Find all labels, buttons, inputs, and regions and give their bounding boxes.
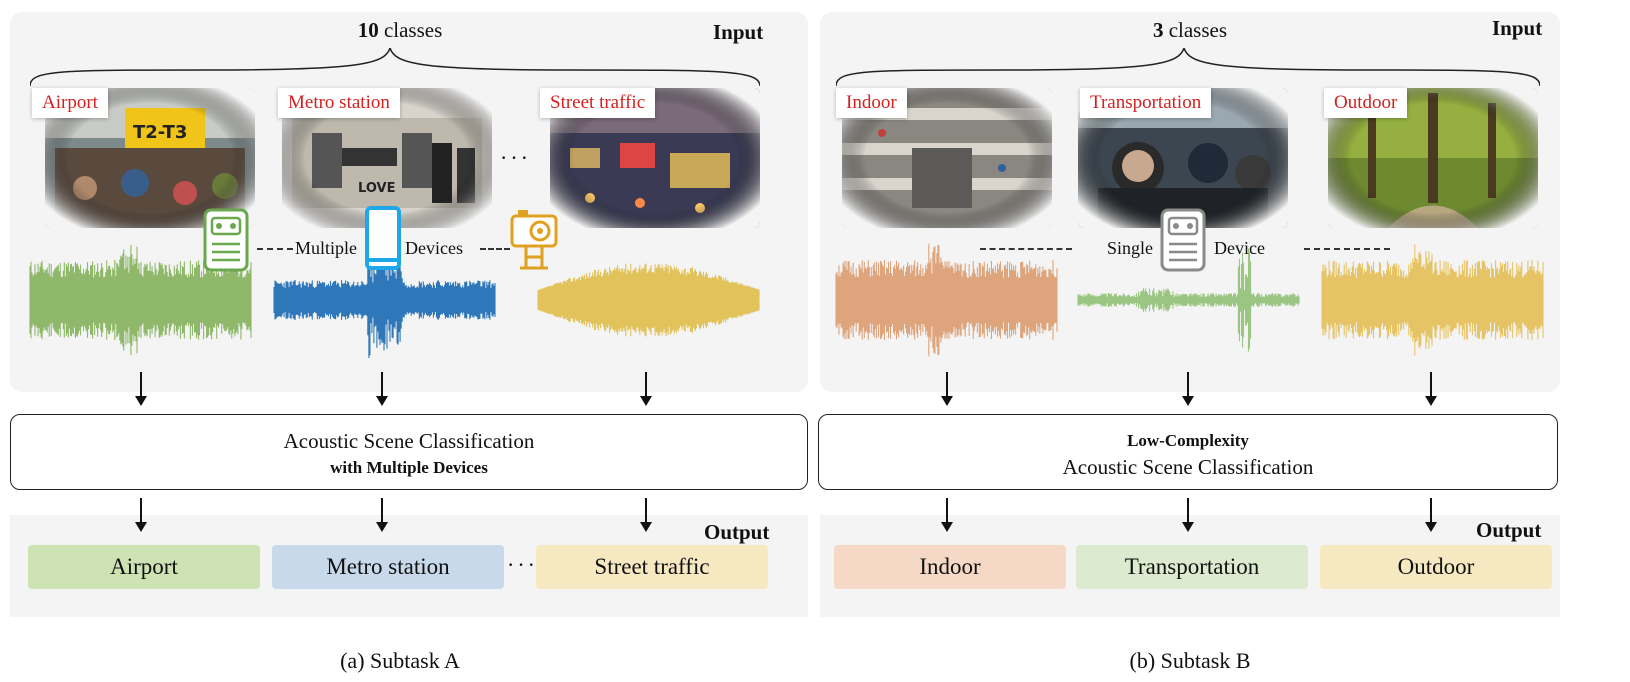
scene-label-transportation: Transportation bbox=[1080, 88, 1212, 118]
arrow-down bbox=[941, 498, 953, 532]
subtask-a-panel: Input 10 classes T2-T3 Airport bbox=[10, 0, 810, 682]
arrow-down bbox=[941, 372, 953, 406]
smartphone-icon bbox=[365, 206, 401, 270]
classifier-title: Acoustic Scene Classification bbox=[1062, 455, 1314, 479]
output-ellipsis: ··· bbox=[507, 552, 538, 577]
device-link bbox=[980, 248, 1072, 250]
caption-subtask-b: (b) Subtask B bbox=[1129, 648, 1251, 673]
classes-word: classes bbox=[1168, 18, 1228, 42]
output-tag: Output bbox=[1476, 518, 1542, 542]
scene-label-outdoor: Outdoor bbox=[1324, 88, 1408, 118]
waveform-trace bbox=[835, 243, 1058, 357]
waveform-trace bbox=[29, 244, 252, 356]
caption-subtask-a: (a) Subtask A bbox=[340, 648, 460, 673]
classifier-box: Acoustic Scene Classification with Multi… bbox=[10, 414, 808, 490]
classes-word: classes bbox=[383, 18, 443, 42]
scene-label-street-traffic: Street traffic bbox=[540, 88, 656, 118]
scene-label-metro-station: Metro station bbox=[278, 88, 400, 118]
waveform-trace bbox=[1077, 248, 1300, 352]
waveform-street-traffic bbox=[537, 263, 760, 337]
classifier-subtitle: Low-Complexity bbox=[1127, 431, 1249, 450]
arrow-down bbox=[1425, 372, 1437, 406]
classes-title: 3 classes bbox=[820, 18, 1560, 43]
subtask-b-panel: Input 3 classes Indoor bbox=[818, 0, 1630, 682]
output-class-transportation: Transportation bbox=[1076, 545, 1308, 589]
waveform-trace bbox=[1321, 244, 1544, 356]
waveform-indoor bbox=[835, 243, 1058, 357]
arrow-down bbox=[640, 498, 652, 532]
recorder-icon bbox=[1160, 208, 1206, 272]
scene-label-airport: Airport bbox=[32, 88, 108, 118]
arrow-down bbox=[376, 372, 388, 406]
output-class-indoor: Indoor bbox=[834, 545, 1066, 589]
classes-title: 10 classes bbox=[0, 18, 800, 43]
arrow-down bbox=[640, 372, 652, 406]
output-class-metro-station: Metro station bbox=[272, 545, 504, 589]
scene-ellipsis: ··· bbox=[500, 145, 531, 170]
output-tag: Output bbox=[704, 520, 770, 544]
output-class-airport: Airport bbox=[28, 545, 260, 589]
classes-brace bbox=[836, 48, 1540, 87]
input-tag: Input bbox=[713, 20, 764, 44]
action-camera-icon bbox=[510, 210, 558, 270]
classifier-subtitle: with Multiple Devices bbox=[330, 458, 488, 477]
recorder-icon bbox=[203, 208, 249, 272]
output-class-outdoor: Outdoor bbox=[1320, 545, 1552, 589]
output-class-street-traffic: Street traffic bbox=[536, 545, 768, 589]
device-label-device: Device bbox=[1214, 238, 1265, 258]
classes-brace bbox=[30, 48, 760, 87]
waveform-outdoor bbox=[1321, 244, 1544, 356]
arrow-down bbox=[1182, 498, 1194, 532]
scene-label-indoor: Indoor bbox=[836, 88, 907, 118]
waveform-transportation bbox=[1077, 248, 1300, 352]
waveform-trace bbox=[537, 263, 760, 337]
device-link bbox=[257, 248, 293, 250]
waveform-airport bbox=[29, 244, 252, 356]
arrow-down bbox=[135, 498, 147, 532]
classifier-box: Low-Complexity Acoustic Scene Classifica… bbox=[818, 414, 1558, 490]
device-label-multiple: Multiple bbox=[295, 238, 357, 258]
classes-count: 10 bbox=[357, 18, 379, 42]
device-label-devices: Devices bbox=[405, 238, 463, 258]
arrow-down bbox=[376, 498, 388, 532]
input-tag: Input bbox=[1492, 16, 1543, 40]
arrow-down bbox=[135, 372, 147, 406]
classes-count: 3 bbox=[1152, 18, 1164, 42]
arrow-down bbox=[1182, 372, 1194, 406]
device-link bbox=[480, 248, 510, 250]
device-link bbox=[1304, 248, 1390, 250]
arrow-down bbox=[1425, 498, 1437, 532]
classifier-title: Acoustic Scene Classification bbox=[283, 429, 535, 453]
waveform-metro-station bbox=[273, 242, 496, 358]
device-label-single: Single bbox=[1107, 238, 1154, 258]
waveform-trace bbox=[273, 242, 496, 358]
